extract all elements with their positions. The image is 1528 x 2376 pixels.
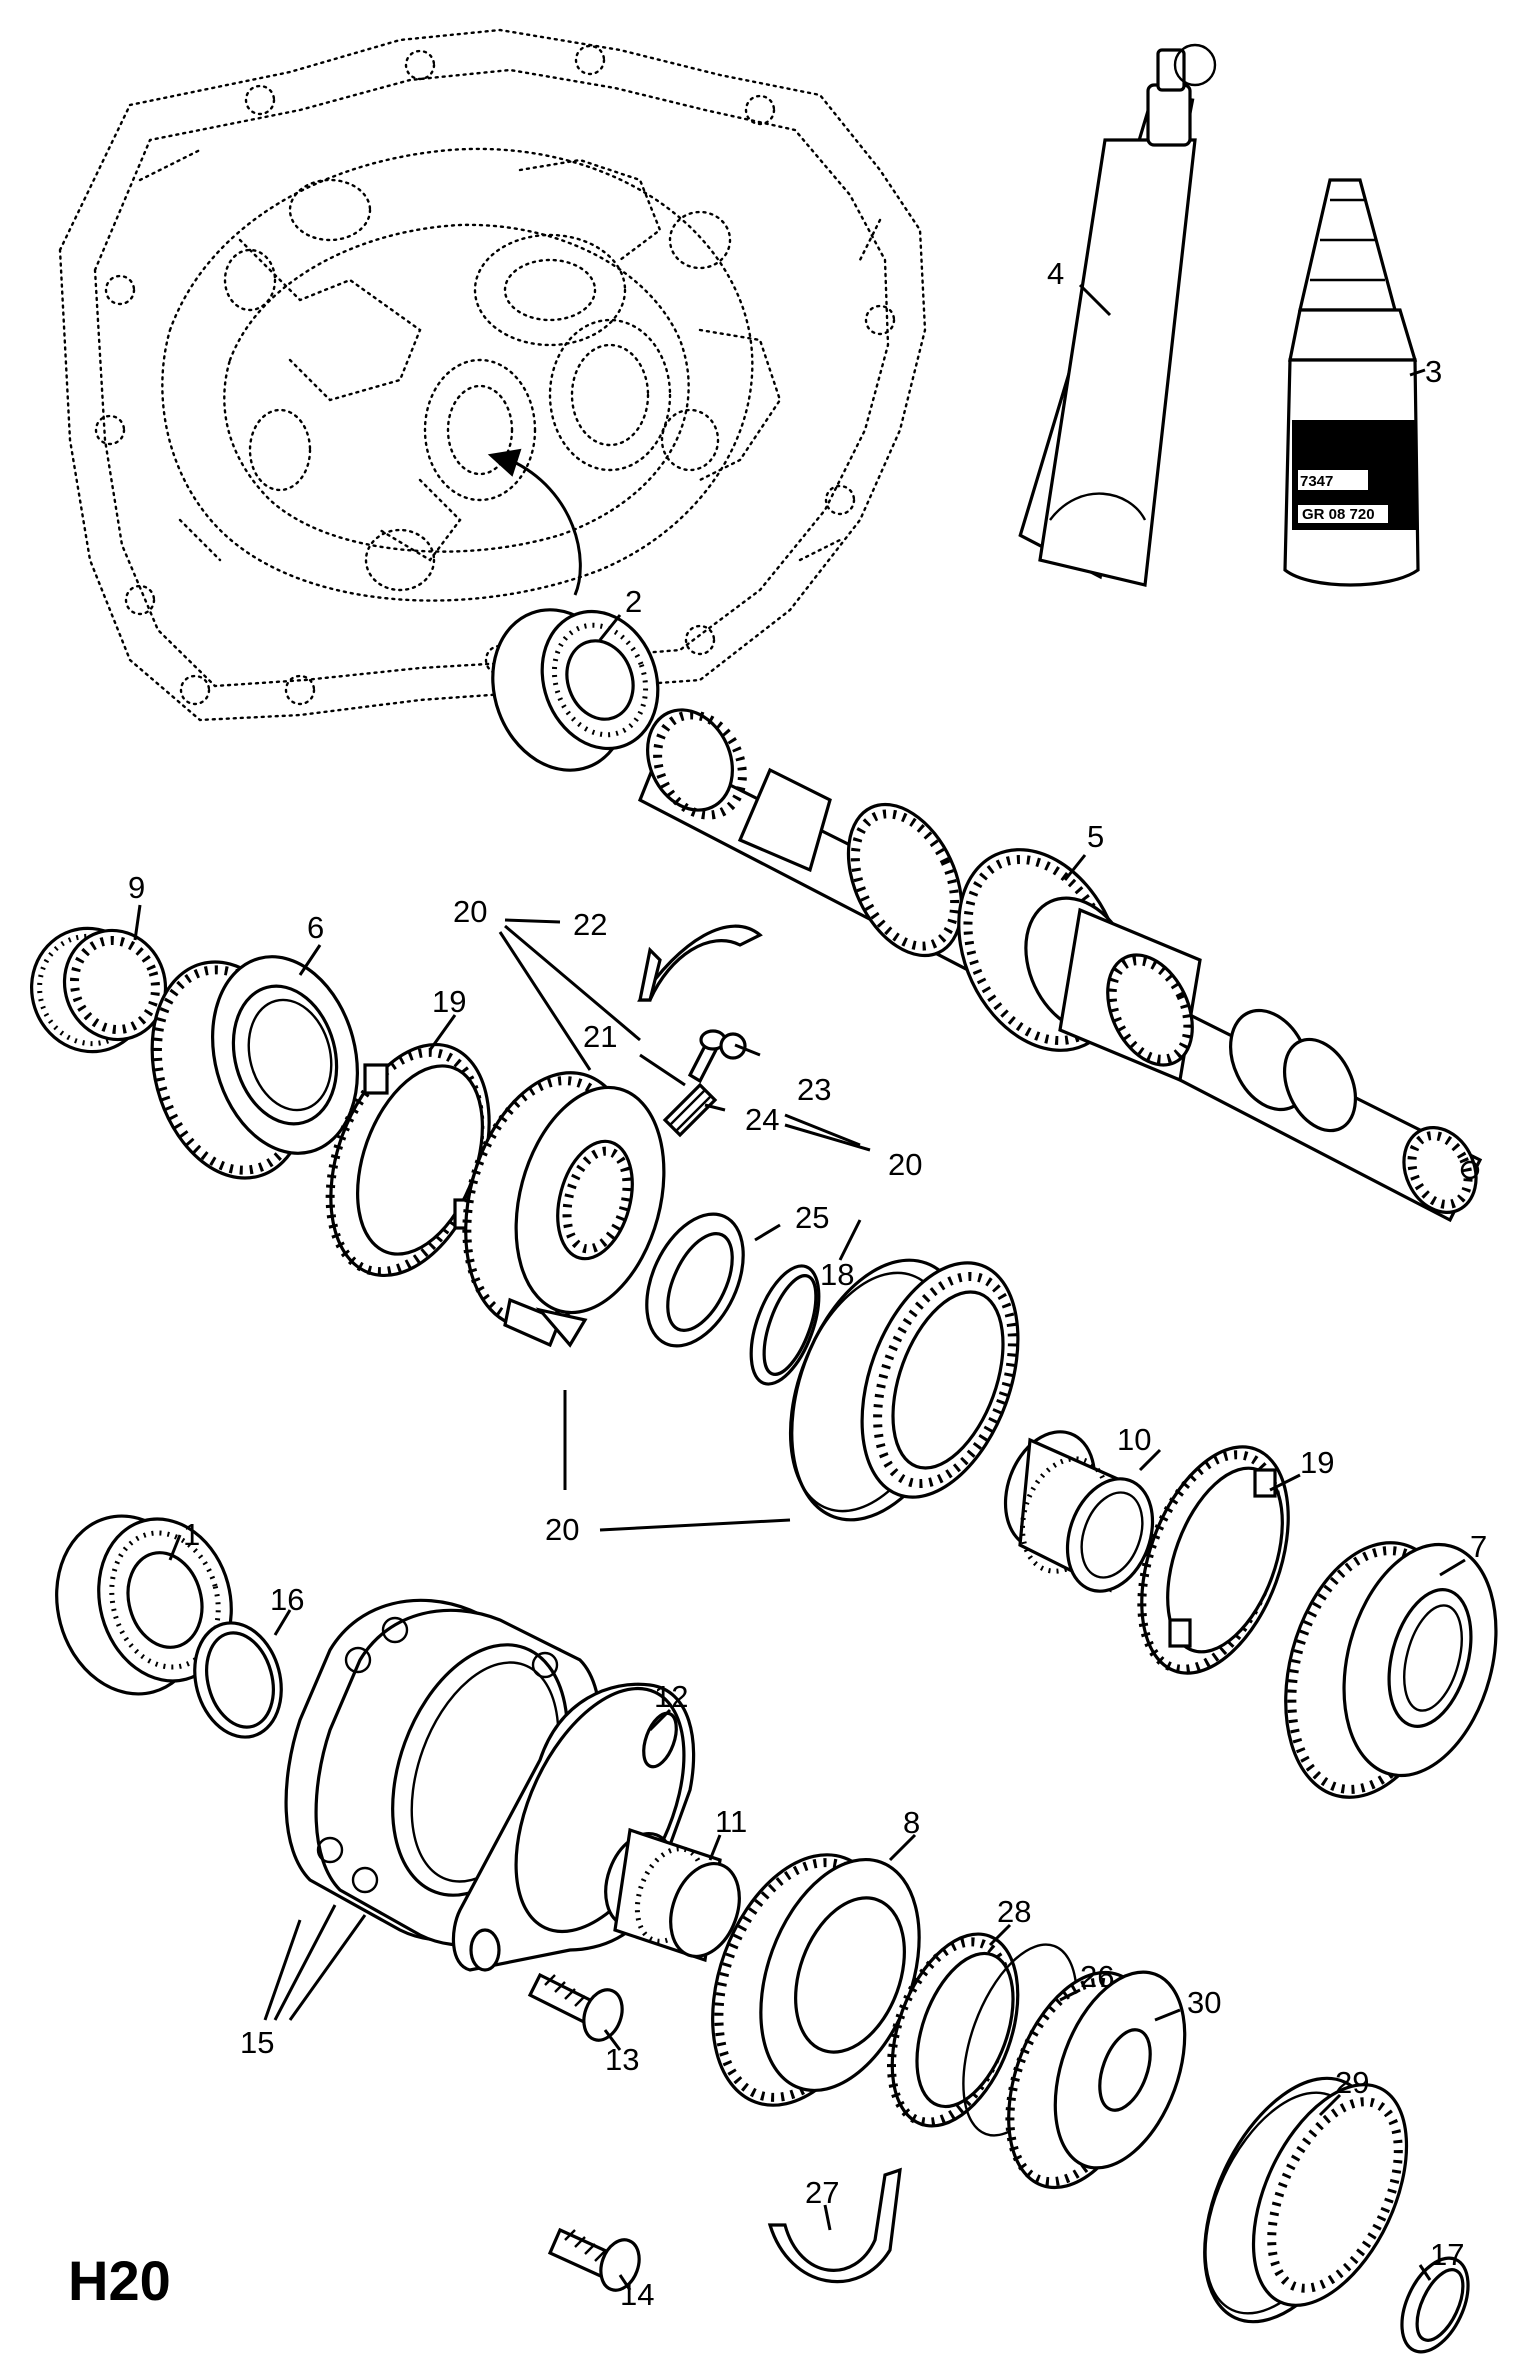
- bottle-label-code: GR 08 720: [1302, 506, 1375, 523]
- diagram-code: H20: [68, 2249, 171, 2312]
- threadlock-bottle: 7347 GR 08 720: [1283, 178, 1420, 587]
- shift-fork-segment-27: [767, 2167, 902, 2284]
- leader-lines: [133, 283, 1466, 2291]
- label-10: 10: [1117, 1422, 1151, 1457]
- label-21: 21: [583, 1019, 617, 1054]
- shift-fork-segment-22: [637, 924, 763, 1002]
- sealant-tube: [1018, 43, 1217, 587]
- synchro-ring-19-lower: [1137, 1445, 1290, 1675]
- transmission-housing: [58, 28, 927, 722]
- bearing-2: [491, 608, 660, 772]
- label-26: 26: [1080, 1959, 1114, 1994]
- synchroniser-hub-20: [462, 1071, 666, 1348]
- label-18: 18: [820, 1257, 854, 1292]
- hub-30: [1005, 1970, 1187, 2190]
- synchro-ring-19-upper: [325, 1042, 491, 1278]
- thrust-washer-25: [645, 1212, 745, 1348]
- ball-bearing-1: [55, 1514, 233, 1696]
- label-11: 11: [715, 1804, 747, 1839]
- circlip-16: [193, 1621, 283, 1739]
- label-19-upper: 19: [432, 984, 466, 1019]
- bottle-label-number: 7347: [1300, 473, 1333, 490]
- main-shaft-5: [637, 708, 1483, 1223]
- label-2: 2: [625, 584, 642, 619]
- label-27: 27: [805, 2175, 839, 2210]
- label-24: 24: [745, 1102, 779, 1137]
- gear-8: [711, 1853, 921, 2107]
- bolt-14: [547, 2227, 641, 2292]
- label-20-right: 20: [888, 1147, 922, 1182]
- label-20-top: 20: [453, 894, 487, 929]
- label-1: 1: [183, 1517, 200, 1552]
- label-3: 3: [1425, 354, 1442, 389]
- label-23: 23: [797, 1072, 831, 1107]
- spring-21: [662, 1082, 718, 1138]
- label-14: 14: [620, 2277, 654, 2312]
- needle-bearing-9: [30, 926, 168, 1054]
- label-9: 9: [128, 870, 145, 905]
- label-8: 8: [903, 1805, 920, 1840]
- circlip-18: [749, 1264, 821, 1386]
- circlip-17: [1400, 2256, 1470, 2354]
- label-25: 25: [795, 1200, 829, 1235]
- label-5: 5: [1087, 819, 1104, 854]
- synchro-sleeve-20: [788, 1258, 1020, 1522]
- label-13: 13: [605, 2042, 639, 2077]
- sleeve-29: [1203, 2076, 1409, 2324]
- label-28: 28: [997, 1894, 1031, 1929]
- label-17: 17: [1430, 2237, 1464, 2272]
- gear-6: [150, 955, 359, 1180]
- gaskets-15: [284, 1598, 603, 1947]
- label-22: 22: [573, 907, 607, 942]
- needle-bearing-10: [1003, 1430, 1155, 1593]
- label-20-bottom: 20: [545, 1512, 579, 1547]
- label-6: 6: [307, 910, 324, 945]
- label-29: 29: [1335, 2065, 1369, 2100]
- ball-23: [719, 1032, 747, 1060]
- label-4: 4: [1047, 256, 1064, 291]
- label-19-lower: 19: [1300, 1445, 1334, 1480]
- pin-24: [687, 1029, 727, 1084]
- callout-labels: 1 2 3 4 5 6 7 8 9 10 11 12 13 14 15 16 1…: [128, 256, 1487, 2312]
- synchro-ring-28: [887, 1932, 1020, 2128]
- label-16: 16: [270, 1582, 304, 1617]
- label-7: 7: [1470, 1529, 1487, 1564]
- bolt-13: [527, 1972, 624, 2042]
- label-15: 15: [240, 2025, 274, 2060]
- label-12: 12: [654, 1679, 688, 1714]
- label-30: 30: [1187, 1985, 1221, 2020]
- needle-bearing-11: [604, 1827, 741, 1963]
- gear-7: [1284, 1541, 1498, 1799]
